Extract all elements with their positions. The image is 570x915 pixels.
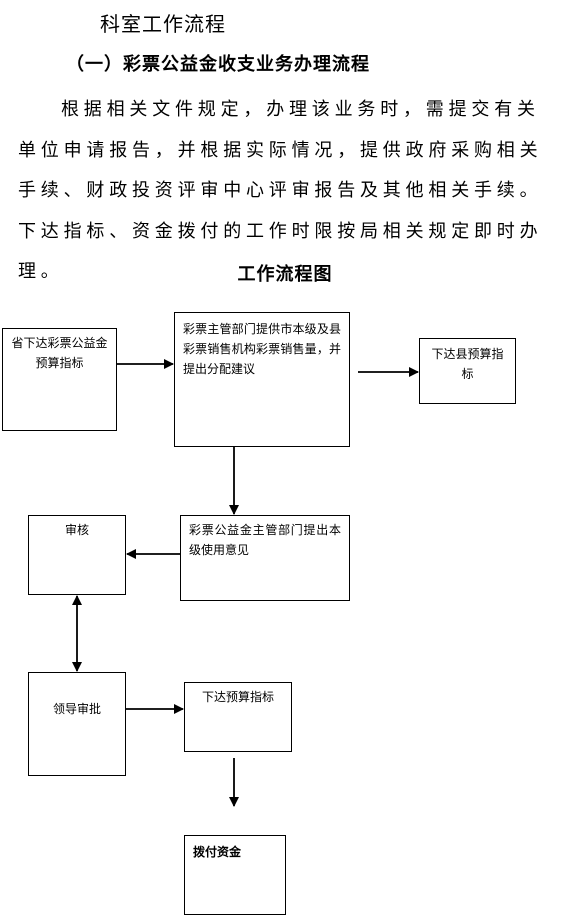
node-fund-dept-opinion-label: 彩票公益金主管部门提出本级使用意见 bbox=[189, 523, 341, 557]
node-disburse-funds: 拨付资金 bbox=[184, 835, 286, 915]
node-issue-indicator: 下达预算指标 bbox=[184, 682, 292, 752]
node-lottery-dept-sales-label: 彩票主管部门提供市本级及县彩票销售机构彩票销售量，并提出分配建议 bbox=[183, 322, 341, 376]
node-county-indicator-label: 下达县预算指标 bbox=[431, 347, 504, 381]
node-provincial-indicator: 省下达彩票公益金预算指标 bbox=[2, 328, 117, 431]
node-provincial-indicator-label: 省下达彩票公益金预算指标 bbox=[11, 336, 108, 370]
node-disburse-funds-label: 拨付资金 bbox=[193, 845, 242, 859]
node-review: 审核 bbox=[28, 515, 126, 595]
procedure-paragraph: 根据相关文件规定，办理该业务时，需提交有关单位申请报告，并根据实际情况，提供政府… bbox=[18, 99, 543, 282]
node-county-indicator: 下达县预算指标 bbox=[419, 338, 516, 404]
section-heading: （一）彩票公益金收支业务办理流程 bbox=[66, 54, 370, 75]
node-leader-approval: 领导审批 bbox=[28, 672, 126, 776]
node-fund-dept-opinion: 彩票公益金主管部门提出本级使用意见 bbox=[180, 515, 350, 601]
node-lottery-dept-sales: 彩票主管部门提供市本级及县彩票销售机构彩票销售量，并提出分配建议 bbox=[174, 312, 350, 447]
node-review-label: 审核 bbox=[64, 523, 89, 537]
node-leader-approval-label: 领导审批 bbox=[52, 702, 101, 716]
node-issue-indicator-label: 下达预算指标 bbox=[201, 690, 274, 704]
flowchart-title: 工作流程图 bbox=[237, 264, 333, 285]
document-title: 科室工作流程 bbox=[100, 12, 226, 36]
